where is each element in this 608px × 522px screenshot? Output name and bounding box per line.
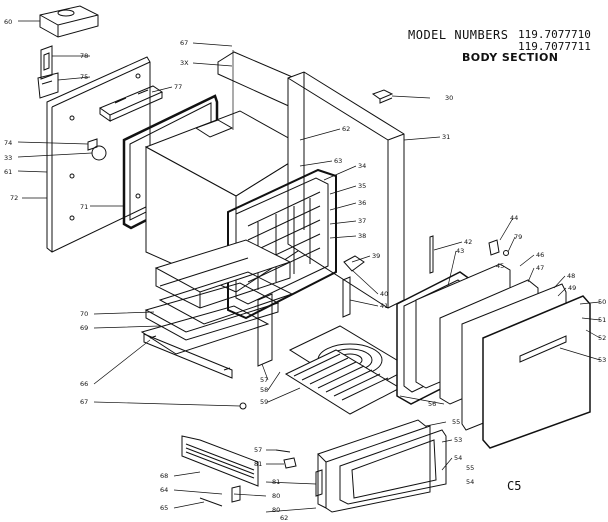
callout-35: 35 [358, 182, 366, 190]
callout-49: 49 [568, 284, 576, 292]
part-57-rail [257, 293, 273, 367]
leader-lines [17, 20, 601, 513]
callout-47: 47 [536, 264, 544, 272]
callout-46: 46 [536, 251, 544, 259]
part-31-rear-panel [287, 71, 405, 309]
callout-66: 66 [80, 380, 88, 388]
page-code: C5 [507, 479, 522, 493]
part-66-rail [143, 333, 233, 379]
part-64-screw [199, 497, 223, 507]
callout-36: 36 [358, 199, 366, 207]
part-42-rod [429, 235, 434, 274]
callout-51: 51 [598, 316, 606, 324]
callout-78: 78 [80, 52, 88, 60]
callout-58: 58 [260, 386, 268, 394]
part-60-vent-box [39, 5, 99, 38]
oven-door-panels [396, 263, 591, 449]
model-number-1: 119.7077710 [518, 28, 591, 41]
part-78-bracket [40, 45, 53, 80]
callout-55: 55 [452, 418, 460, 426]
part-30-clip [371, 89, 394, 104]
callout-45: 45 [496, 262, 504, 270]
callout-40: 40 [380, 290, 388, 298]
callout-70: 70 [80, 310, 88, 318]
part-41-post [342, 276, 351, 318]
callout-3x: 3X [180, 59, 189, 67]
callout-39: 39 [372, 252, 380, 260]
callout-60: 60 [4, 18, 12, 26]
callout-48: 48 [567, 272, 575, 280]
part-44-clip [488, 239, 500, 256]
part-79-bolt [503, 250, 509, 256]
callout-77: 77 [174, 83, 182, 91]
part-57-pin [275, 449, 291, 453]
callout-38: 38 [358, 232, 366, 240]
callout-52: 52 [598, 334, 606, 342]
callout-54: 54 [454, 454, 462, 462]
callout-labels: 60 78 75 77 74 33 61 72 71 67 3X 62 30 3… [4, 18, 606, 522]
section-title: BODY SECTION [462, 51, 559, 64]
callout-72: 72 [10, 194, 18, 202]
callout-80: 80 [272, 492, 280, 500]
callout-43: 43 [456, 247, 464, 255]
callout-64: 64 [160, 486, 168, 494]
callout-57b: 57 [254, 446, 262, 454]
callout-33: 33 [4, 154, 12, 162]
callout-63: 63 [334, 157, 342, 165]
callout-65: 65 [160, 504, 168, 512]
callout-67: 67 [180, 39, 188, 47]
part-80-leg [231, 485, 241, 503]
callout-42: 42 [464, 238, 472, 246]
callout-75: 75 [80, 73, 88, 81]
callout-50: 50 [598, 298, 606, 306]
callout-59: 59 [260, 398, 268, 406]
storage-drawer-assembly [317, 419, 447, 513]
callout-71: 71 [80, 203, 88, 211]
callout-67b: 67 [80, 398, 88, 406]
callout-57: 57 [260, 376, 268, 384]
callout-55b: 55 [466, 464, 474, 472]
callout-44: 44 [510, 214, 518, 222]
callout-80b: 80 [272, 506, 280, 514]
callout-30: 30 [445, 94, 453, 102]
callout-62b: 62 [280, 514, 288, 522]
part-67-screw [239, 402, 247, 410]
callout-74: 74 [4, 139, 12, 147]
callout-54b: 54 [466, 478, 474, 486]
part-77-channel [98, 85, 164, 122]
part-81-latch [283, 457, 297, 469]
part-39-hinge [343, 255, 365, 272]
model-numbers-label: MODEL NUMBERS [408, 28, 509, 42]
callout-62: 62 [342, 125, 350, 133]
callout-31: 31 [442, 133, 450, 141]
callout-61: 61 [4, 168, 12, 176]
broiler-drawer-assembly [140, 239, 294, 355]
callout-41: 41 [380, 302, 388, 310]
callout-81b: 81 [272, 478, 280, 486]
callout-69: 69 [80, 324, 88, 332]
part-81b-block [315, 469, 323, 497]
callout-53b: 53 [454, 436, 462, 444]
part-74-socket [87, 138, 98, 151]
callout-34: 34 [358, 162, 366, 170]
callout-56: 56 [428, 400, 436, 408]
part-75-bracket [37, 72, 59, 99]
callout-53: 53 [598, 356, 606, 364]
callout-79: 79 [514, 233, 522, 241]
callout-81: 81 [254, 460, 262, 468]
callout-37: 37 [358, 217, 366, 225]
callout-68: 68 [160, 472, 168, 480]
model-number-2: 119.7077711 [518, 40, 591, 53]
part-68-vent-panel [181, 435, 259, 487]
